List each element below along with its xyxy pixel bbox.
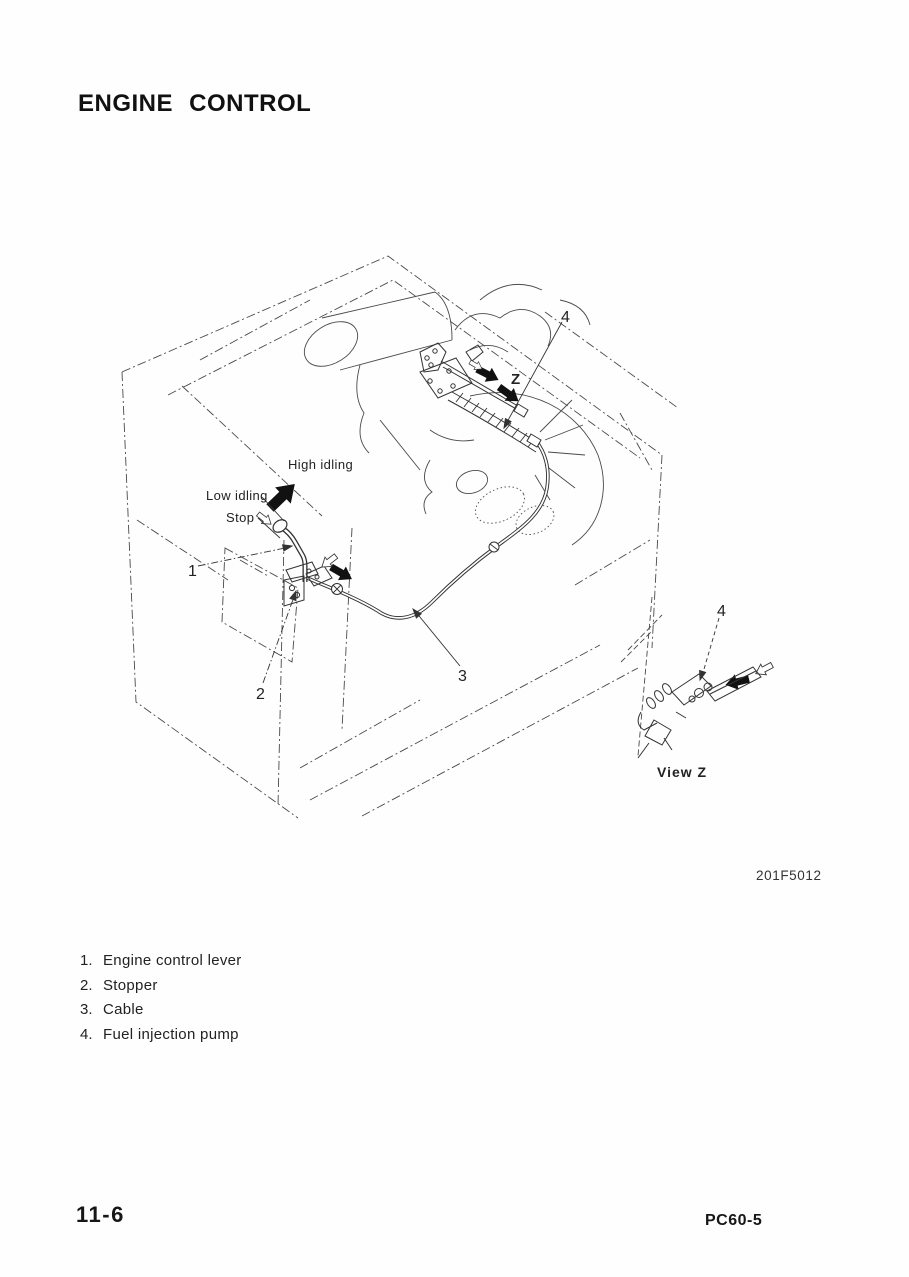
legend-item-number: 1. [80, 952, 93, 969]
outline-arrows [254, 357, 776, 680]
machine-body-outline [121, 255, 679, 819]
parts-legend: 1. Engine control lever 2. Stopper 3. Ca… [80, 953, 242, 1051]
model-code: PC60-5 [705, 1212, 763, 1229]
legend-item-label: Stopper [103, 976, 158, 994]
legend-item-label: Engine control lever [103, 952, 242, 969]
engine-control-lever [272, 519, 333, 607]
list-item: 1. Engine control lever [80, 953, 242, 968]
callout-1: 1 [188, 563, 197, 580]
list-item: 4. Fuel injection pump [80, 1027, 242, 1042]
page-title: ENGINE CONTROL [78, 90, 312, 117]
engine-drawing [303, 283, 591, 515]
legend-item-label: Cable [103, 1001, 144, 1018]
callout-4-view: 4 [717, 603, 726, 620]
legend-item-number: 3. [80, 1001, 93, 1018]
high-idling-arrow-icon [262, 475, 303, 517]
callout-2: 2 [256, 686, 265, 703]
legend-item-number: 2. [80, 976, 93, 994]
lever-arrow-icon [327, 560, 356, 586]
stop-outline-arrow-icon [254, 509, 275, 529]
view-z-caption: View Z [657, 764, 707, 780]
high-idling-label: High idling [288, 457, 353, 472]
list-item: 3. Cable [80, 1002, 242, 1017]
view-z-detail [620, 596, 762, 759]
callout-4-main: 4 [561, 309, 570, 326]
control-cable [304, 433, 550, 620]
page-number: 11-6 [76, 1202, 125, 1227]
legend-item-label: Fuel injection pump [103, 1025, 239, 1043]
list-item: 2. Stopper [80, 978, 242, 993]
stop-label: Stop [226, 510, 254, 525]
fuel-injection-pump [419, 342, 541, 453]
z-marker-label: Z [511, 371, 520, 388]
figure-code: 201F5012 [756, 868, 822, 883]
direction-arrows [262, 361, 751, 693]
callout-3: 3 [458, 668, 467, 685]
pump-cowl [469, 392, 604, 546]
legend-item-number: 4. [80, 1025, 93, 1043]
low-idling-label: Low idling [206, 488, 268, 503]
view-z-outline-arrow-icon [752, 659, 776, 680]
callout-leaders [197, 321, 720, 684]
